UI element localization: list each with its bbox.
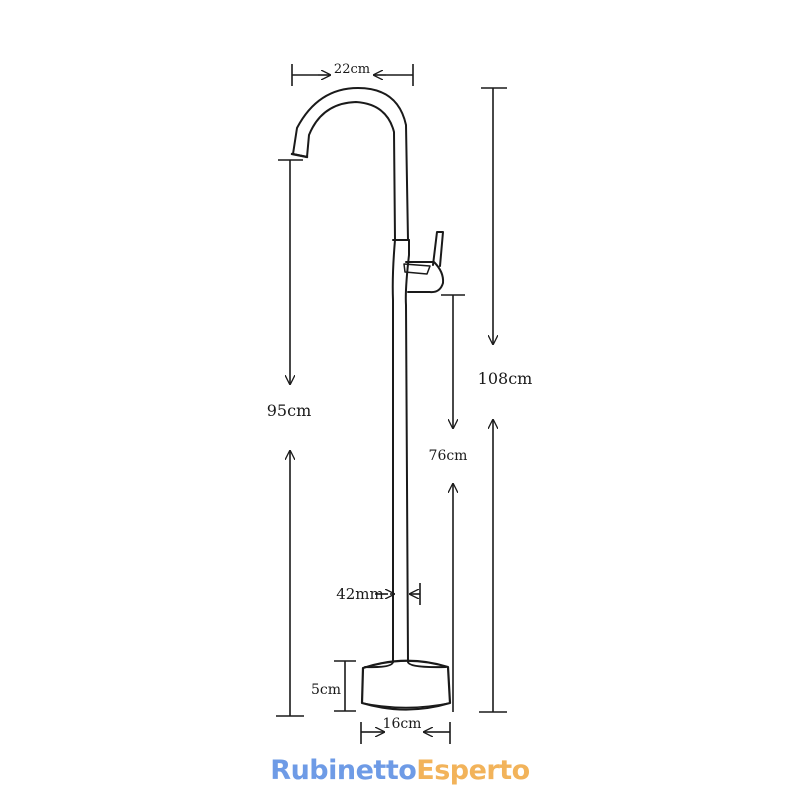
dim-handle-height [441, 294, 465, 712]
dim-spout-reach [291, 64, 414, 86]
dim-base-diameter [360, 722, 451, 744]
label-handle-height: 76cm [429, 448, 468, 464]
label-base-height: 5cm [311, 682, 341, 698]
label-total-height: 108cm [478, 369, 533, 388]
dim-spout-height [276, 159, 304, 717]
dim-base-height [334, 660, 356, 712]
base-bottom-edge [361, 702, 451, 709]
label-pipe-diameter: 42mm [336, 585, 384, 603]
brand-logo: RubinettoEsperto [0, 755, 800, 786]
valve-window [403, 263, 431, 275]
dim-total-height [479, 87, 507, 713]
handle-lever [432, 231, 444, 267]
dim-pipe-diameter [375, 583, 421, 605]
spout-outlet [290, 152, 309, 159]
dimension-lines [276, 64, 507, 744]
spout-outline [292, 87, 409, 241]
faucet-drawing [290, 87, 452, 711]
brand-name-part1: Rubinetto [270, 755, 417, 786]
label-base-diameter: 16cm [383, 716, 422, 732]
label-spout-height: 95cm [267, 401, 312, 420]
body-column [391, 239, 410, 663]
brand-name-part2: Esperto [416, 755, 530, 786]
valve-housing [405, 261, 445, 294]
label-spout-reach: 22cm [334, 62, 370, 77]
